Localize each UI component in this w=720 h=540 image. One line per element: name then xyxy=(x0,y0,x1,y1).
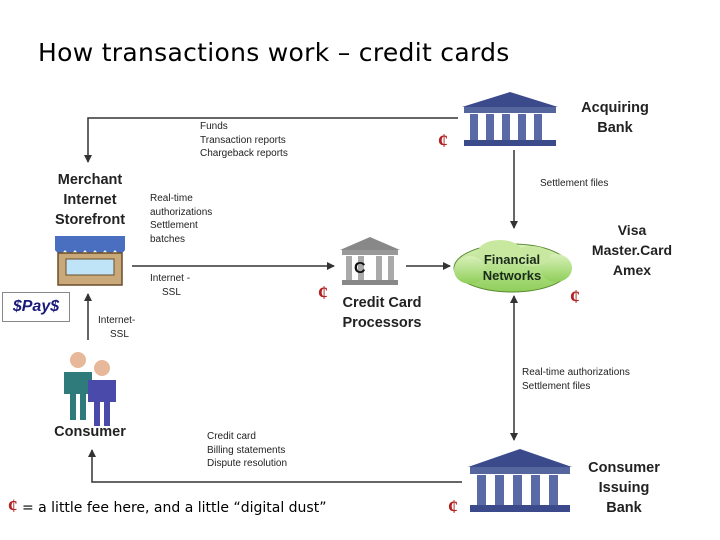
footnote: ¢ = a little fee here, and a little “dig… xyxy=(8,496,326,518)
funds-label-line2: Transaction reports xyxy=(200,134,286,146)
page-title: How transactions work – credit cards xyxy=(38,38,510,67)
card-brands-label: Visa Master.Card Amex xyxy=(586,220,678,280)
settlement-files-label: Settlement files xyxy=(540,178,609,189)
credit-card-label-line2: Billing statements xyxy=(207,444,286,456)
card-brand-mastercard: Master.Card xyxy=(591,242,673,258)
credit-card-label-line3: Dispute resolution xyxy=(207,458,288,469)
internet-ssl-top-line1: Internet - xyxy=(150,273,191,284)
merchant-label-line2: Internet xyxy=(63,192,117,208)
processors-label: Credit Card Processors xyxy=(336,293,428,333)
internet-ssl-left-line1: Internet- xyxy=(98,315,136,326)
issuing-bank-icon xyxy=(468,449,572,512)
fee-cent-processor: ¢ xyxy=(318,282,328,304)
merchant-processor-label-line2: authorizations xyxy=(150,206,213,218)
funds-edge-label: Funds Transaction reports Chargeback rep… xyxy=(200,120,288,161)
processor-mark: C xyxy=(354,260,366,277)
merchant-label: Merchant Internet Storefront xyxy=(44,170,136,230)
acquiring-bank-icon xyxy=(462,92,558,146)
financial-networks-label-line2: Networks xyxy=(482,268,542,283)
issuing-bank-label-line3: Bank xyxy=(606,500,642,516)
merchant-processor-label-line1: Real-time xyxy=(150,193,193,204)
internet-ssl-left-label: Internet- SSL xyxy=(98,314,135,341)
consumer-people-icon xyxy=(64,352,116,426)
acquiring-bank-label-line2: Bank xyxy=(597,120,633,136)
card-brand-visa: Visa xyxy=(617,222,647,238)
financial-networks-label: Financial Networks xyxy=(472,252,552,284)
processor-building-icon xyxy=(340,237,400,285)
internet-ssl-top-label: Internet - SSL xyxy=(150,272,190,299)
issuing-bank-label-line1: Consumer xyxy=(588,460,660,476)
credit-card-edge-label: Credit card Billing statements Dispute r… xyxy=(207,430,287,471)
funds-label-line1: Funds xyxy=(200,121,228,132)
storefront-icon xyxy=(55,236,125,286)
funds-connector xyxy=(84,117,458,163)
internet-ssl-top-line2: SSL xyxy=(162,286,181,298)
card-brand-amex: Amex xyxy=(612,262,652,278)
merchant-label-line1: Merchant xyxy=(57,172,123,188)
funds-label-line3: Chargeback reports xyxy=(200,148,288,159)
pay-sign: $Pay$ xyxy=(2,292,70,322)
merchant-label-line3: Storefront xyxy=(54,212,126,228)
processors-label-line2: Processors xyxy=(342,315,422,331)
fee-cent-issuer: ¢ xyxy=(448,496,458,518)
issuing-bank-label: Consumer Issuing Bank xyxy=(574,458,674,518)
issuing-bank-label-line2: Issuing xyxy=(598,480,650,496)
credit-card-label-line1: Credit card xyxy=(207,431,256,442)
processors-label-line1: Credit Card xyxy=(342,295,422,311)
acquiring-bank-label: Acquiring Bank xyxy=(570,98,660,138)
footnote-text: = a little fee here, and a little “digit… xyxy=(17,500,327,516)
fee-cent-network: ¢ xyxy=(570,286,580,308)
financial-networks-label-line1: Financial xyxy=(483,252,541,267)
realtime-auth-label-line1: Real-time authorizations xyxy=(522,367,630,378)
consumer-label: Consumer xyxy=(54,424,126,440)
acquiring-bank-label-line1: Acquiring xyxy=(581,100,649,116)
merchant-processor-label-line4: batches xyxy=(150,233,186,245)
realtime-auth-label-line2: Settlement files xyxy=(522,380,591,392)
fee-cent-acquiring: ¢ xyxy=(438,130,448,152)
issuer-consumer-connector xyxy=(88,449,462,483)
merchant-processor-edge-label: Real-time authorizations Settlement batc… xyxy=(150,192,212,246)
footnote-cent-symbol: ¢ xyxy=(8,496,18,517)
merchant-processor-label-line3: Settlement xyxy=(150,220,198,231)
financial-networks-cloud-icon xyxy=(453,240,572,293)
realtime-auth-edge-label: Real-time authorizations Settlement file… xyxy=(522,366,630,393)
internet-ssl-left-line2: SSL xyxy=(110,328,129,340)
